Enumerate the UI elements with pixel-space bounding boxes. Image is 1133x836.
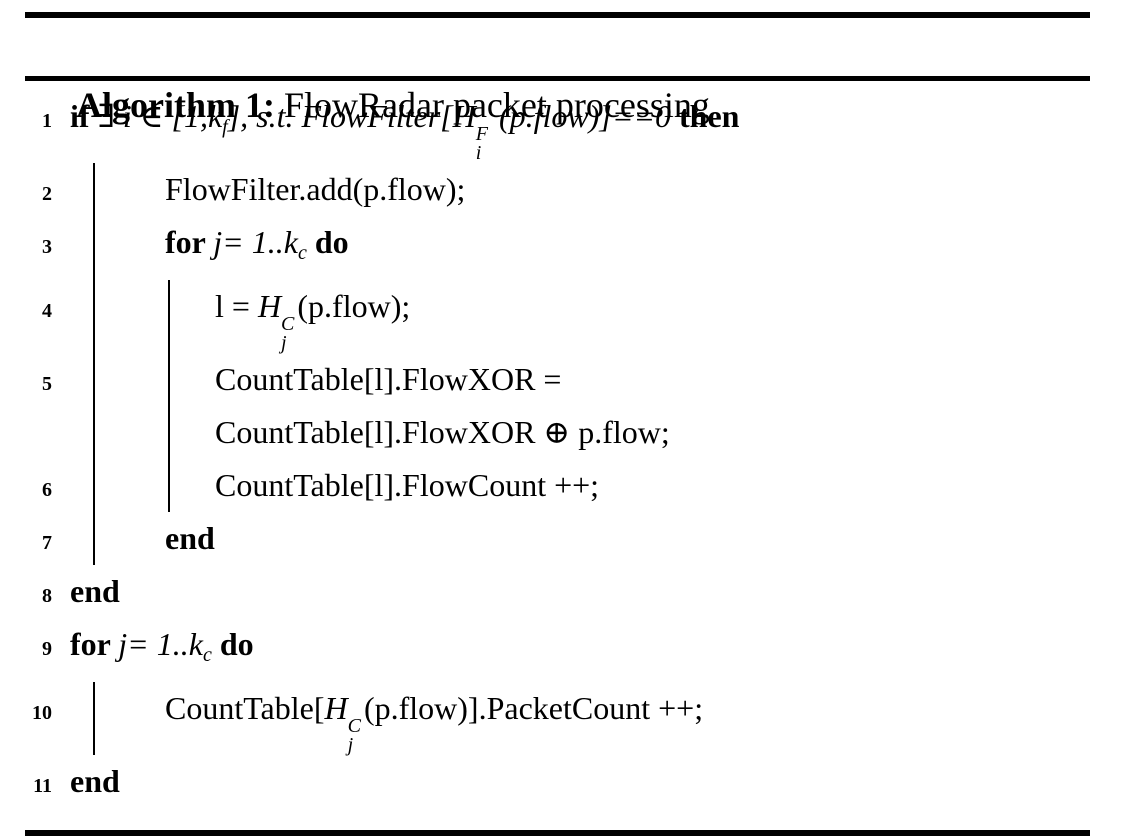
indent-bar <box>168 406 215 459</box>
algorithm-title-label: Algorithm 1: <box>76 85 275 125</box>
line-number: 8 <box>42 585 52 607</box>
algorithm-box: Algorithm 1:FlowRadar packet processing … <box>25 12 1090 836</box>
line-number: 2 <box>42 183 52 205</box>
line-number: 9 <box>42 638 52 660</box>
line-text: CountTable[l].FlowCount ++; <box>215 467 600 503</box>
indent-bar <box>168 353 215 406</box>
code-line: 2 FlowFilter.add(p.flow); <box>25 163 1090 216</box>
code-line: 9 for j= 1..kc do <box>25 618 1090 682</box>
code-line: CountTable[l].FlowXOR ⊕ p.flow; <box>25 406 1090 459</box>
line-number: 10 <box>32 702 52 724</box>
indent-bar <box>93 280 165 353</box>
line-text: end <box>165 520 215 556</box>
indent-bar <box>93 459 165 512</box>
line-number: 5 <box>42 373 52 395</box>
indent-bar <box>93 353 165 406</box>
line-number: 6 <box>42 479 52 501</box>
line-text: end <box>70 573 120 609</box>
line-text: FlowFilter.add(p.flow); <box>165 171 466 207</box>
line-text: for j= 1..kc do <box>70 626 254 666</box>
code-line: 3 for j= 1..kc do <box>25 216 1090 280</box>
line-number: 7 <box>42 532 52 554</box>
code-line: 5 CountTable[l].FlowXOR = <box>25 353 1090 406</box>
line-text: CountTable[l].FlowXOR ⊕ p.flow; <box>215 414 670 450</box>
line-number: 1 <box>42 110 52 132</box>
indent-bar <box>93 163 165 216</box>
code-line: 7 end <box>25 512 1090 565</box>
line-number: 3 <box>42 236 52 258</box>
indent-bar <box>168 280 215 353</box>
indent-bar <box>168 459 215 512</box>
line-number: 11 <box>33 775 52 797</box>
bottom-rule <box>25 830 1090 836</box>
code-line: 6 CountTable[l].FlowCount ++; <box>25 459 1090 512</box>
algorithm-title: Algorithm 1:FlowRadar packet processing <box>25 18 1090 125</box>
line-number: 4 <box>42 300 52 322</box>
line-text: end <box>70 763 120 799</box>
indent-bar <box>93 216 165 280</box>
top-rule <box>25 12 1090 18</box>
code-line: 8 end <box>25 565 1090 618</box>
middle-rule <box>25 76 1090 81</box>
line-text: CountTable[l].FlowXOR = <box>215 361 562 397</box>
line-text: for j= 1..kc do <box>165 224 349 264</box>
indent-bar <box>93 512 165 565</box>
algorithm-title-text: FlowRadar packet processing <box>283 85 710 125</box>
line-number <box>25 411 52 464</box>
code-line: 11 end <box>25 755 1090 808</box>
indent-bar <box>93 682 165 755</box>
indent-bar <box>93 406 165 459</box>
